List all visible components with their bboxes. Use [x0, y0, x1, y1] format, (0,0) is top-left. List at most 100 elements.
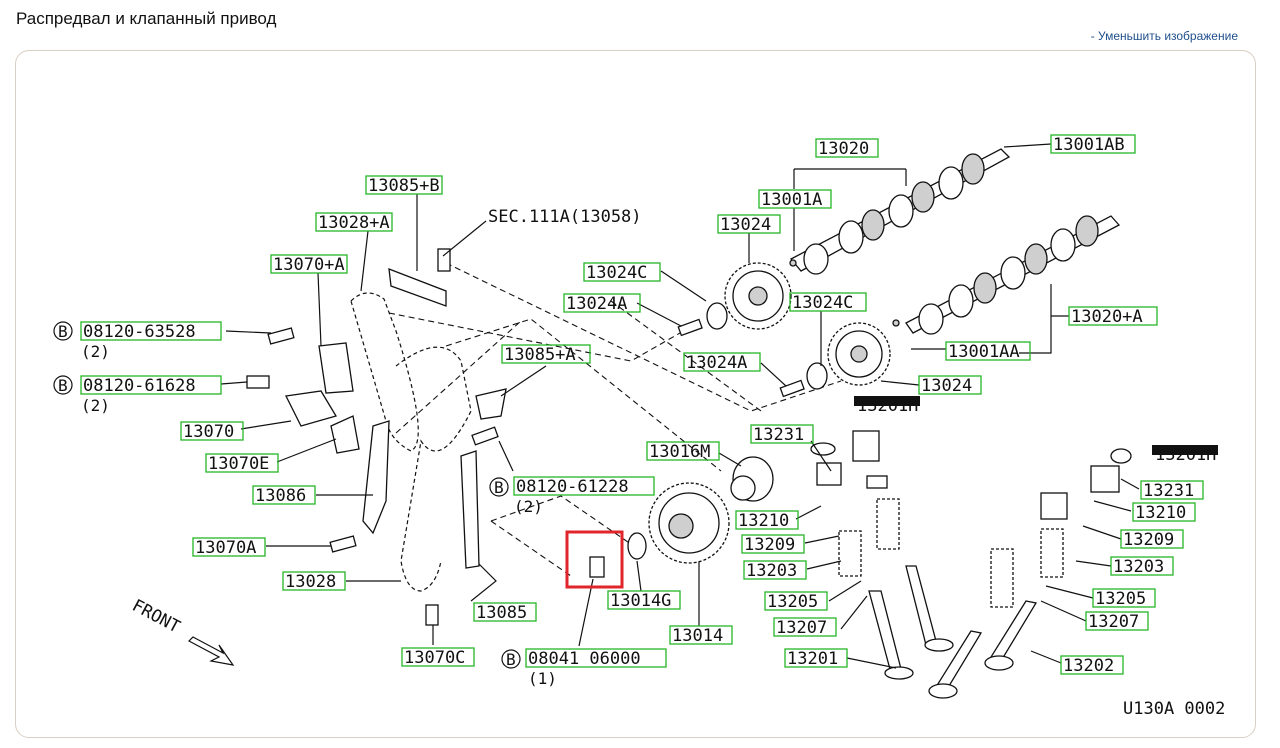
washer-13014g[interactable] — [627, 532, 647, 560]
svg-text:13086: 13086 — [255, 486, 306, 506]
part-13207-right[interactable]: 13207 — [1085, 611, 1149, 632]
page-title: Распредвал и клапанный привод — [16, 9, 277, 28]
front-arrow-icon — [188, 636, 235, 666]
svg-text:B: B — [58, 376, 68, 395]
bolt-08120-61228[interactable]: B 08120-61228 (2) — [489, 476, 655, 516]
svg-text:13231: 13231 — [753, 425, 804, 445]
part-13201h-left[interactable]: 13201H — [857, 396, 918, 416]
part-13024a-right[interactable]: 13024A — [683, 352, 761, 373]
part-13085-a[interactable]: 13085+A — [501, 344, 591, 365]
timing-chain-upper[interactable] — [350, 292, 419, 452]
camshaft-intake[interactable] — [892, 215, 1121, 335]
chain-guide-13085[interactable] — [460, 450, 480, 569]
part-13070[interactable]: 13070 — [180, 421, 244, 442]
timing-chain-lower[interactable] — [395, 346, 472, 592]
part-13203-left[interactable]: 13203 — [743, 560, 807, 581]
part-13014[interactable]: 13014 — [669, 625, 733, 646]
part-13024c-left[interactable]: 13024C — [583, 262, 661, 283]
guide-13085b[interactable] — [388, 268, 447, 307]
part-13028-a[interactable]: 13028+A — [315, 212, 393, 233]
svg-text:13028: 13028 — [285, 572, 336, 592]
svg-text:B: B — [58, 322, 68, 341]
dashed-guides — [388, 262, 842, 577]
part-13024c-right[interactable]: 13024C — [789, 292, 867, 313]
part-13202[interactable]: 13202 — [1060, 655, 1124, 676]
part-13070-a-top[interactable]: 13070+A — [270, 254, 348, 275]
part-13231-left[interactable]: 13231 — [750, 424, 814, 445]
shrink-image-link[interactable]: - Уменьшить изображение — [1090, 29, 1238, 43]
diagram-frame: FRONT — [15, 50, 1256, 738]
bolt-08120-61628[interactable]: B 08120-61628 (2) — [53, 375, 222, 415]
part-13024-top[interactable]: 13024 — [717, 214, 781, 235]
gasket-13070e[interactable] — [330, 415, 360, 454]
chain-guide-13086[interactable] — [362, 420, 390, 535]
svg-text:13070A: 13070A — [195, 538, 256, 558]
camshaft-exhaust[interactable] — [789, 148, 1011, 275]
bolt-08120-63528[interactable]: B 08120-63528 (2) — [53, 321, 222, 361]
svg-text:13085+A: 13085+A — [504, 345, 576, 365]
cam-sprocket-lower[interactable] — [827, 322, 891, 386]
svg-text:13024C: 13024C — [792, 293, 853, 313]
part-13201[interactable]: 13201 — [784, 648, 848, 669]
svg-text:13024: 13024 — [720, 215, 771, 235]
svg-text:13001AB: 13001AB — [1053, 135, 1125, 155]
part-13205-left[interactable]: 13205 — [764, 591, 828, 612]
svg-text:13201: 13201 — [787, 649, 838, 669]
tensioner-13070a[interactable] — [318, 342, 354, 394]
part-13210-left[interactable]: 13210 — [735, 510, 799, 531]
svg-text:13028+A: 13028+A — [318, 213, 390, 233]
guide-13085a[interactable] — [475, 388, 507, 420]
part-13070c[interactable]: 13070C — [401, 647, 475, 668]
sec-reference: SEC.111A(13058) — [488, 207, 642, 227]
washer-13024c-right[interactable] — [806, 362, 828, 390]
part-13207-left[interactable]: 13207 — [773, 617, 837, 638]
part-13085[interactable]: 13085 — [473, 602, 537, 623]
part-13028[interactable]: 13028 — [282, 571, 346, 592]
valve-train-left[interactable] — [810, 430, 954, 680]
part-13070e[interactable]: 13070E — [205, 453, 279, 474]
part-13024-right[interactable]: 13024 — [918, 375, 982, 396]
svg-text:13001AA: 13001AA — [948, 342, 1020, 362]
idler-shaft[interactable] — [730, 456, 774, 502]
part-13209-left[interactable]: 13209 — [741, 534, 805, 555]
svg-text:13205: 13205 — [767, 592, 818, 612]
part-13205-right[interactable]: 13205 — [1092, 588, 1156, 609]
bolts — [246, 248, 805, 626]
part-13001aa[interactable]: 13001AA — [945, 341, 1031, 362]
svg-text:13020: 13020 — [818, 139, 869, 159]
tensioner-13070[interactable] — [285, 390, 337, 427]
part-13016m[interactable]: 13016M — [646, 441, 720, 462]
idler-sprocket[interactable] — [648, 482, 730, 564]
part-13024a-left[interactable]: 13024A — [563, 293, 641, 314]
part-13014g[interactable]: 13014G — [607, 590, 681, 611]
part-13086[interactable]: 13086 — [252, 485, 316, 506]
washer-13024c-left[interactable] — [706, 302, 728, 330]
part-13070a[interactable]: 13070A — [192, 537, 266, 558]
svg-text:13024C: 13024C — [586, 263, 647, 283]
svg-text:08120-63528: 08120-63528 — [83, 322, 196, 342]
svg-text:13210: 13210 — [1135, 503, 1186, 523]
part-13085-b[interactable]: 13085+B — [365, 175, 443, 196]
part-13209-right[interactable]: 13209 — [1120, 529, 1184, 550]
part-13020[interactable]: 13020 — [815, 138, 879, 159]
part-13020-a[interactable]: 13020+A — [1068, 306, 1158, 327]
svg-text:13014G: 13014G — [610, 591, 671, 611]
svg-text:13016M: 13016M — [649, 442, 710, 462]
valve-train-right[interactable] — [928, 448, 1132, 699]
part-13001ab[interactable]: 13001AB — [1050, 134, 1136, 155]
svg-text:13014: 13014 — [672, 626, 723, 646]
svg-text:13070: 13070 — [183, 422, 234, 442]
part-13203-right[interactable]: 13203 — [1110, 556, 1174, 577]
part-13231-right[interactable]: 13231 — [1140, 480, 1204, 501]
part-13001a[interactable]: 13001A — [758, 189, 832, 210]
svg-text:13231: 13231 — [1143, 481, 1194, 501]
svg-text:13085: 13085 — [476, 603, 527, 623]
part-13210-right[interactable]: 13210 — [1132, 502, 1196, 523]
part-13201h-right[interactable]: 13201H — [1155, 445, 1216, 465]
front-label: FRONT — [129, 596, 184, 638]
svg-text:13001A: 13001A — [761, 190, 822, 210]
selected-part-box — [565, 530, 624, 589]
cam-sprocket-upper[interactable] — [724, 262, 792, 330]
svg-text:13085+B: 13085+B — [368, 176, 440, 196]
bolt-08041-06000[interactable]: B 08041 06000 (1) — [501, 648, 667, 688]
